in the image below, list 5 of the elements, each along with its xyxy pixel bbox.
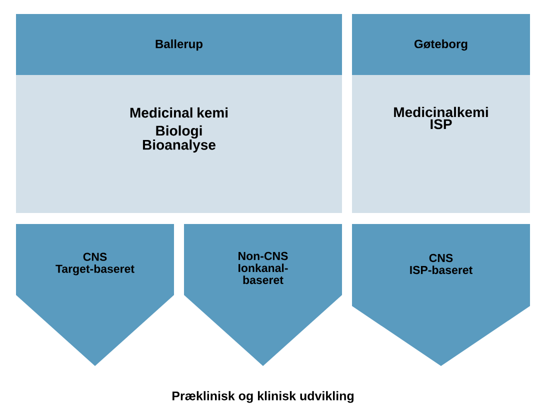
header-band: Gøteborg xyxy=(352,14,530,75)
header-band: Ballerup xyxy=(16,14,342,75)
content-panel: Medicinal kemi Biologi Bioanalyse xyxy=(16,75,342,213)
caption: Præklinisk og klinisk udvikling xyxy=(172,391,354,403)
content-panel: Medicinalkemi ISP xyxy=(352,75,530,213)
